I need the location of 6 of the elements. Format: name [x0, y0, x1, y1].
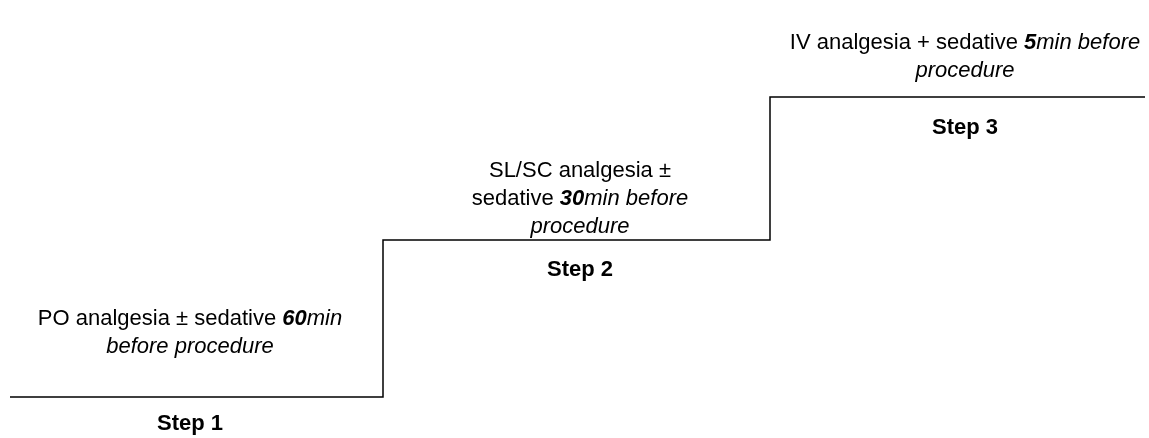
- step-description: SL/SC analgesia ± sedative 30min before procedure: [470, 156, 690, 240]
- step-description: PO analgesia ± sedative 60min before procedure: [36, 304, 344, 360]
- step-label: Step 1: [156, 410, 224, 436]
- step-label: Step 2: [546, 256, 614, 282]
- step-description: IV analgesia + sedative 5min before procedure: [788, 28, 1142, 84]
- step-label: Step 3: [931, 114, 999, 140]
